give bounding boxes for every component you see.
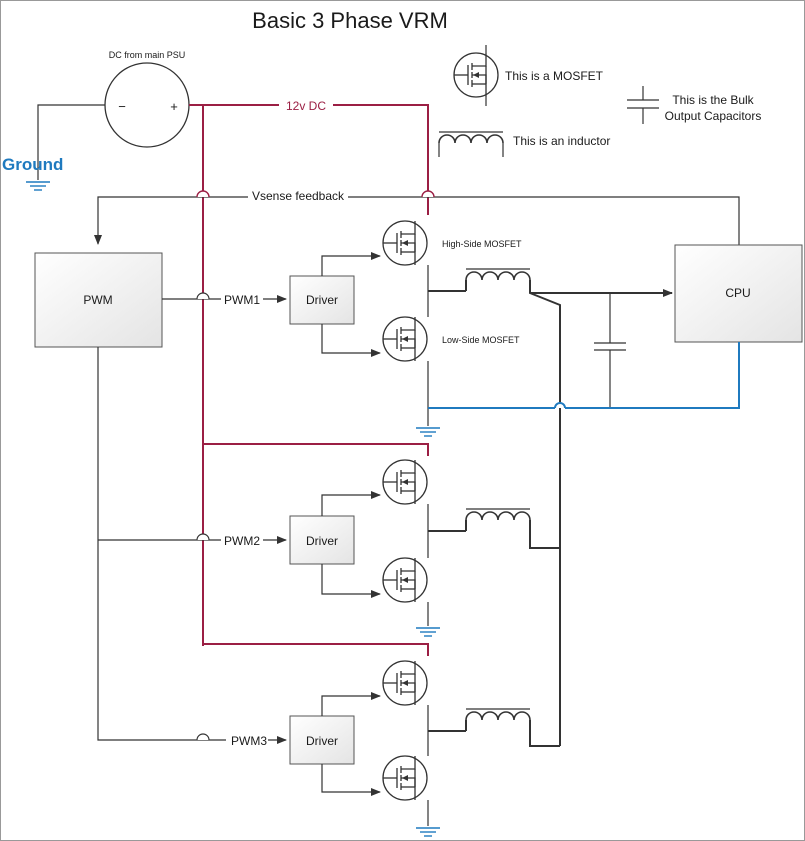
low-side-label: Low-Side MOSFET [442, 335, 520, 345]
driver-1-box [289, 275, 355, 325]
driver-3-box [289, 715, 355, 765]
psu-ground: Ground [2, 104, 105, 191]
vsense-feedback: Vsense feedback [94, 189, 740, 245]
dc-source: DC from main PSU − + [104, 50, 190, 148]
ground-label: Ground [2, 155, 63, 174]
driver-3-label: Driver [306, 734, 338, 748]
high-side-mosfet-2 [382, 459, 428, 505]
cpu-box [674, 244, 803, 343]
low-side-mosfet-1 [382, 316, 428, 362]
pwm-label: PWM [83, 293, 112, 307]
phase-2: Driver [289, 459, 560, 637]
legend-capacitor-line2: Output Capacitors [665, 109, 762, 123]
cpu-label: CPU [725, 286, 750, 300]
psu-label: DC from main PSU [109, 50, 186, 60]
inductor-2 [465, 508, 531, 521]
feedback-label: Vsense feedback [252, 189, 345, 203]
phase-1: Driver High-Side MOSFET Low-Side MOSFET [289, 220, 561, 437]
legend-mosfet-text: This is a MOSFET [505, 69, 604, 83]
low-side-mosfet-3 [382, 755, 428, 801]
cpu: CPU [674, 244, 803, 343]
legend-capacitor-icon [627, 86, 659, 124]
pwm2-label: PWM2 [224, 534, 260, 548]
low-side-mosfet-2 [382, 557, 428, 603]
driver-1-label: Driver [306, 293, 338, 307]
legend-capacitor-line1: This is the Bulk [672, 93, 754, 107]
pwm-box [34, 252, 163, 348]
driver-2-label: Driver [306, 534, 338, 548]
psu-minus-sign: − [118, 99, 126, 114]
pwm3-label: PWM3 [231, 734, 267, 748]
legend: This is a MOSFET This is an inductor Thi… [438, 45, 762, 157]
psu-plus-sign: + [170, 99, 178, 114]
legend-inductor-text: This is an inductor [513, 134, 610, 148]
pwm1-label: PWM1 [224, 293, 260, 307]
high-side-mosfet-3 [382, 660, 428, 706]
inductor-1 [465, 268, 531, 281]
rail-label: 12v DC [286, 99, 326, 113]
legend-mosfet-icon [453, 52, 499, 98]
phase-3: Driver [289, 660, 560, 837]
legend-inductor-icon [438, 131, 504, 144]
inductor-3 [465, 708, 531, 721]
pwm-controller: PWM [34, 252, 163, 348]
high-side-mosfet-1 [382, 220, 428, 266]
high-side-label: High-Side MOSFET [442, 239, 522, 249]
diagram-title: Basic 3 Phase VRM [252, 8, 448, 33]
driver-2-box [289, 515, 355, 565]
